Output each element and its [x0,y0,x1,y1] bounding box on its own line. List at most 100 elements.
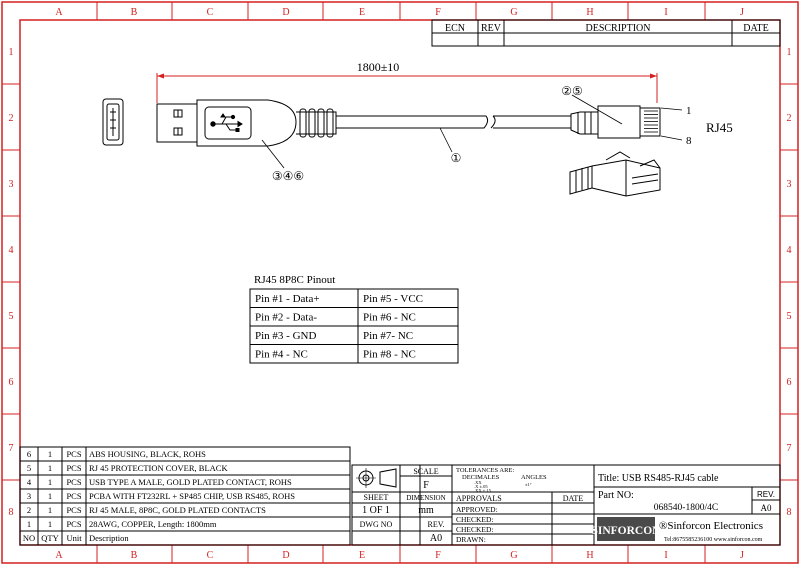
rj45-label: RJ45 [706,120,733,135]
pinout-cell: Pin #2 - Data- [255,312,317,324]
row-label: 1 [787,47,792,58]
bom-qty: 1 [48,463,52,473]
dimension-value: mm [418,505,434,516]
bom-description: RJ 45 PROTECTION COVER, BLACK [89,463,228,473]
bom-unit: PCS [66,477,81,487]
pinout-cell: Pin #6 - NC [363,312,416,324]
svg-text:SINFORCON: SINFORCON [591,525,661,537]
title-block [351,464,781,546]
col-label: I [664,7,667,18]
approvals-date-label: DATE [563,494,584,503]
pinout-cell: Pin #7- NC [363,330,413,342]
sheet-value: 1 OF 1 [362,505,390,516]
bom-description: ABS HOUSING, BLACK, ROHS [89,449,206,459]
rev-label: REV. [428,520,445,529]
approval-row: CHECKED: [456,515,494,524]
row-label: 2 [787,113,792,124]
part-no-label: Part NO: [598,490,634,501]
pinout-cell: Pin #5 - VCC [363,293,423,305]
bom-qty: 1 [48,477,52,487]
rev2-value: A0 [761,503,772,513]
description-header: DESCRIPTION [585,23,650,34]
bom-unit: PCS [66,449,81,459]
tolerances-label: TOLERANCES ARE: [456,467,514,474]
col-label: I [664,550,667,561]
angles-value: ±1° [525,482,532,487]
col-label: J [740,7,744,18]
pin1-label: 1 [686,105,692,117]
col-label: F [435,550,441,561]
sinforcon-logo: SINFORCON [591,517,661,541]
col-label: C [207,7,214,18]
bom-description: RJ 45 MALE, 8P8C, GOLD PLATED CONTACTS [89,505,266,515]
part-no-value: 068540-1800/4C [654,503,718,513]
rev-value: A0 [430,533,442,544]
col-label: C [207,550,214,561]
pinout-cell: Pin #3 - GND [255,330,316,342]
row-label: 5 [787,311,792,322]
bom-description: USB TYPE A MALE, GOLD PLATED CONTACT, RO… [89,477,292,487]
bom-table [19,446,351,546]
bom-no: 6 [27,449,31,459]
decimal-line: .XX [474,480,482,485]
bom-description: 28AWG, COPPER, Length: 1800mm [89,519,217,529]
col-label: F [435,7,441,18]
row-label: 7 [787,443,792,454]
company-name: ®Sinforcon Electronics [659,520,763,532]
row-label: 1 [9,47,14,58]
row-label: 3 [787,179,792,190]
row-label: 8 [9,507,14,518]
callout-usb: ③④⑥ [272,169,304,183]
callout-cable: ① [451,151,462,165]
company-contact: Tel:8675585236100 www.sinforcon.com [664,536,763,543]
scale-label: SCALE [413,467,438,476]
bom-header: Description [89,533,129,543]
scale-value: F [423,480,429,491]
bom-no: 3 [27,491,31,501]
bom-no: 4 [27,477,32,487]
length-dimension: 1800±10 [357,60,400,74]
col-label: D [282,7,289,18]
col-label: J [740,550,744,561]
pinout-cell: Pin #1 - Data+ [255,293,320,305]
row-label: 6 [9,377,14,388]
bom-unit: PCS [66,491,81,501]
bom-header: NO [23,533,35,543]
pinout-cell: Pin #8 - NC [363,349,416,361]
bom-no: 2 [27,505,31,515]
col-label: A [55,7,63,18]
row-label: 3 [9,179,14,190]
bom-unit: PCS [66,463,81,473]
bom-qty: 1 [48,519,52,529]
bom-unit: PCS [66,519,81,529]
col-label: B [131,7,138,18]
rev2-label: REV. [757,490,775,499]
bom-header: QTY [41,533,58,543]
dwg-no-label: DWG NO [360,520,393,529]
ecn-header: ECN [445,23,465,34]
pinout-title: RJ45 8P8C Pinout [254,274,335,286]
col-label: H [586,7,593,18]
decimal-line: .X ±.05 [474,484,488,489]
bom-qty: 1 [48,449,52,459]
row-label: 7 [9,443,14,454]
cable-drawing [102,73,683,197]
rev-header: REV [481,23,502,34]
pin8-label: 8 [686,135,692,147]
row-label: 2 [9,113,14,124]
col-label: H [586,550,593,561]
decimal-line: .XX ±.15 [474,488,492,493]
date-header: DATE [743,23,769,34]
bom-qty: 1 [48,491,52,501]
sheet-label: SHEET [364,493,389,502]
bom-description: PCBA WITH FT232RL + SP485 CHIP, USB RS48… [89,491,295,501]
decimales-label: DECIMALES [462,474,500,481]
row-label: 8 [787,507,792,518]
bom-unit: PCS [66,505,81,515]
col-label: G [510,550,517,561]
callout-connector: ②⑤ [561,84,583,98]
row-label: 5 [9,311,14,322]
approval-row: DRAWN: [456,535,486,544]
col-label: A [55,550,63,561]
